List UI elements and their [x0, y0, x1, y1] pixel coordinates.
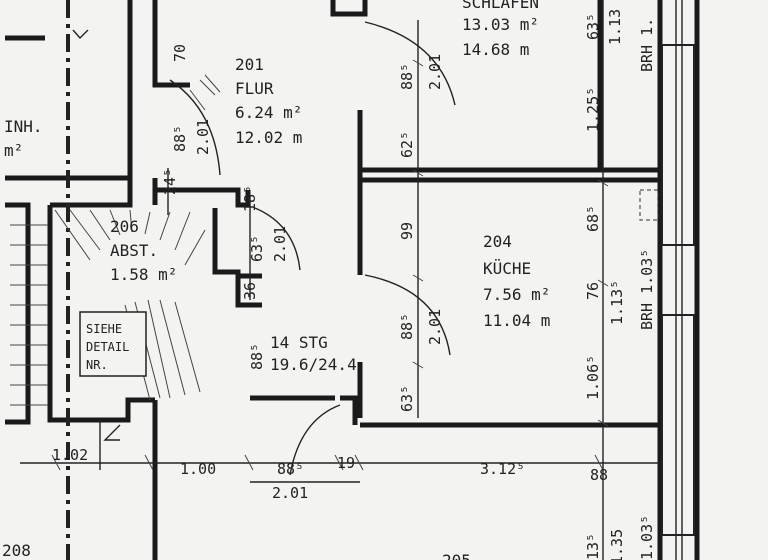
- dimension-label: BRH 1.: [638, 18, 656, 72]
- dimension-label: 2.01: [194, 119, 212, 155]
- wall: [47, 205, 155, 423]
- dimension-label: 36: [241, 282, 259, 300]
- dimension-label: 68⁵: [584, 205, 602, 232]
- dimension-label: 63⁵: [398, 385, 416, 412]
- wall: [50, 178, 133, 208]
- dimension-ticks: [51, 59, 609, 471]
- room-perimeter: 11.04 m: [483, 311, 550, 330]
- wall: [155, 187, 251, 208]
- dimension-label: 88: [590, 466, 608, 484]
- door-swing: [289, 404, 341, 476]
- dimension-marker: [103, 424, 121, 441]
- dimension-label: 1.35: [608, 529, 626, 560]
- windows: [661, 0, 695, 560]
- detail-note: NR.: [86, 358, 108, 372]
- dimension-label: 1.00: [180, 460, 216, 478]
- room-area: 13.03 m²: [462, 15, 539, 34]
- wall: [152, 0, 190, 88]
- wall: [5, 202, 31, 425]
- door-swing: [169, 79, 221, 176]
- dimension-label: 62⁵: [398, 131, 416, 158]
- dimension-label: 1.25⁵: [584, 87, 602, 132]
- room-area: 7.56 m²: [483, 285, 550, 304]
- detail-note: SIEHE: [86, 322, 122, 336]
- door-swings: [169, 21, 456, 476]
- detail-note: DETAIL: [86, 340, 129, 354]
- dimension-label: 1.13⁵: [608, 280, 626, 325]
- dimension-label: 13⁵: [584, 533, 602, 560]
- room-area: m²: [4, 141, 23, 160]
- wall: [235, 276, 262, 308]
- dimension-label: 1.13: [606, 9, 624, 45]
- room-perimeter: 14.68 m: [462, 40, 529, 59]
- window: [661, 44, 695, 246]
- dimension-label: 19: [337, 454, 355, 472]
- room-perimeter: 12.02 m: [235, 128, 302, 147]
- window-glazing: [675, 315, 683, 535]
- dashed-box: [639, 189, 659, 221]
- dimension-label: 3.12⁵: [480, 460, 525, 478]
- room-name: ABST.: [110, 241, 158, 260]
- stair-steps: 14 STG: [270, 333, 328, 352]
- room-name: SCHLAFEN: [462, 0, 539, 12]
- room-name: INH.: [4, 117, 43, 136]
- room-number: 204: [483, 232, 512, 251]
- room-area: 6.24 m²: [235, 103, 302, 122]
- walls: [5, 0, 700, 560]
- dimension-label: 2.01: [271, 226, 289, 262]
- wall: [330, 0, 368, 17]
- dimension-label: 88⁵: [248, 343, 266, 370]
- room-labels: SCHLAFEN 13.03 m² 14.68 m 201 FLUR 6.24 …: [2, 0, 550, 560]
- room-name: FLUR: [235, 79, 274, 98]
- dimension-label: 2.01: [426, 309, 444, 345]
- dimension-label: 2.01: [426, 54, 444, 90]
- dimension-label: 1.02: [52, 446, 88, 464]
- dimension-label: 88⁵: [171, 125, 189, 152]
- room-number: 205: [442, 551, 471, 560]
- dimension-label: 88⁵: [398, 313, 416, 340]
- dimension-marker: [72, 29, 89, 40]
- dimension-label: 2.01: [272, 484, 308, 502]
- dimension-labels: 1.02 1.00 88⁵ 19 3.12⁵ 2.01 88 70 88⁵ 2.…: [52, 9, 656, 560]
- stair-treads: [10, 224, 48, 406]
- dimension-label: 88⁵: [398, 63, 416, 90]
- door-swing: [364, 21, 456, 106]
- room-number: 208: [2, 541, 31, 560]
- stair-ratio: 19.6/24.4: [270, 355, 357, 374]
- dimension-lines: [20, 0, 660, 560]
- room-number: 206: [110, 217, 139, 236]
- hatch: [189, 74, 221, 111]
- dimension-label: 1.06⁵: [584, 355, 602, 400]
- dimension-label: 24⁵: [161, 168, 179, 195]
- door-swing: [254, 207, 301, 271]
- dimension-label: 70: [171, 44, 189, 62]
- door-swing: [364, 274, 451, 356]
- dimension-label: BRH 1.03⁵: [638, 249, 656, 330]
- stairs: [10, 209, 206, 406]
- wall: [340, 395, 358, 425]
- dimension-label: 63⁵: [248, 235, 266, 262]
- dimension-label: 88⁵: [277, 460, 304, 478]
- room-number: 201: [235, 55, 264, 74]
- dimension-label: 99: [398, 222, 416, 240]
- dimension-label: 76: [584, 282, 602, 300]
- dimension-label: 63⁵: [584, 13, 602, 40]
- dimension-label: 1.03⁵: [638, 515, 656, 560]
- stair-winders: [54, 209, 206, 266]
- dimension-label: 18⁵: [241, 185, 259, 212]
- window: [661, 314, 695, 536]
- wall: [212, 208, 262, 279]
- room-area: 1.58 m²: [110, 265, 177, 284]
- detail-box: [79, 311, 147, 377]
- room-name: KÜCHE: [483, 259, 531, 278]
